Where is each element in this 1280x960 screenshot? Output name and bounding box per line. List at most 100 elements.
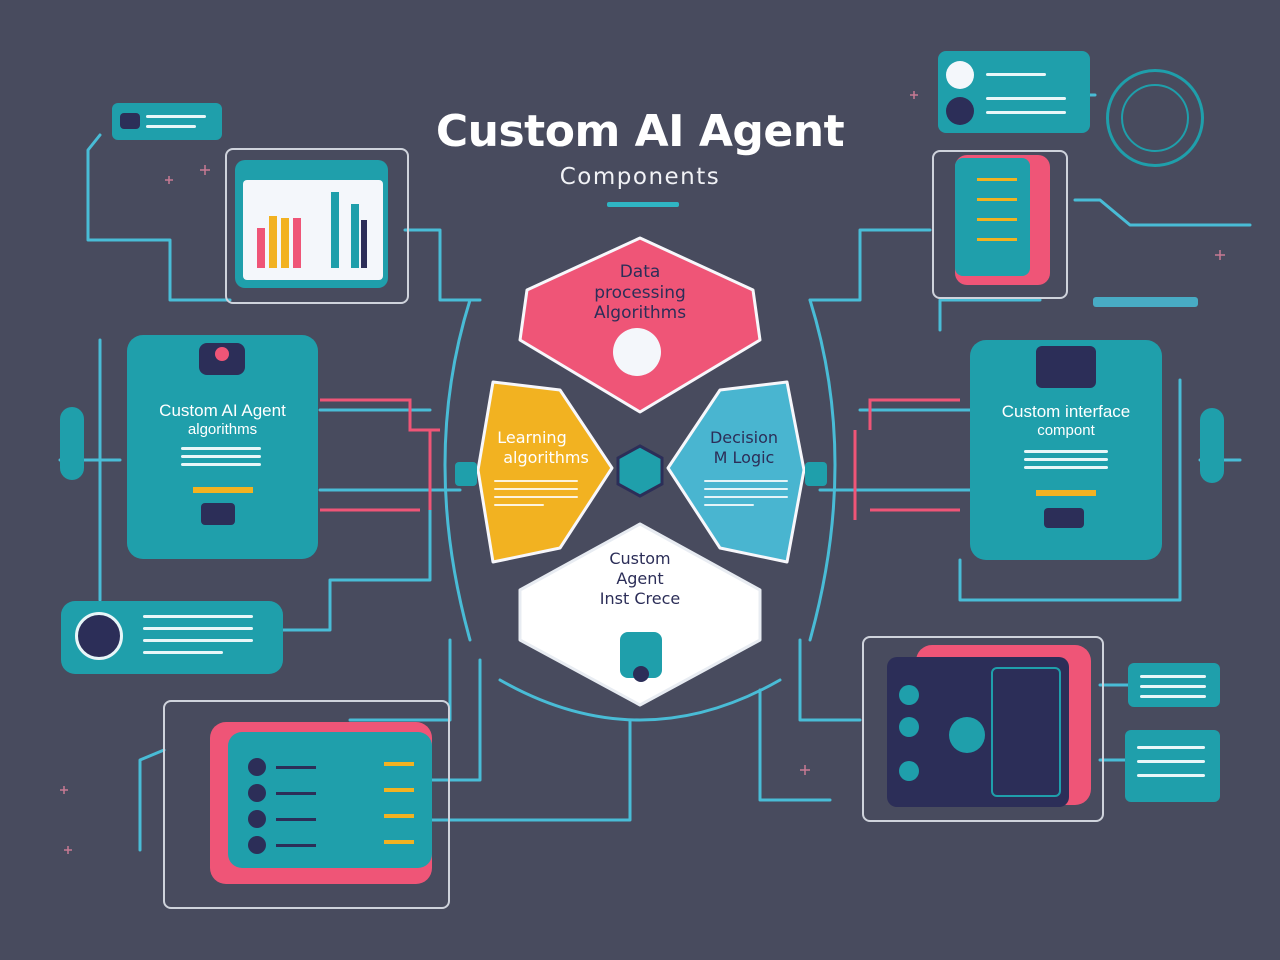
chip-line [986,73,1046,76]
target-icon [1106,69,1204,167]
hex-left-line1: Learning [497,428,567,447]
bar-chart-bar [331,192,339,268]
left-lower-chip [61,601,283,674]
node-icon [899,761,919,781]
hex-top-line2: processing [594,283,686,303]
list-item-line [276,792,316,795]
doc-line [977,238,1017,241]
robot-eye-icon [633,666,649,682]
text-line [181,455,261,458]
hex-right [666,380,806,564]
chip-icon [120,113,140,129]
right-label-strip [1093,297,1198,307]
hex-left [476,380,614,564]
bar-chart-bar [351,204,359,268]
progress-strip [193,487,253,493]
chart-card-frame [225,148,409,304]
avatar-icon [946,97,974,125]
doc-card [955,158,1030,276]
server-icon [1036,346,1096,388]
hex-right-line2: M Logic [713,448,775,467]
bar-chart-bar [293,218,301,268]
bar-chart-bar [281,218,289,268]
hex-bottom-line3: Inst Crece [599,589,681,608]
head-icon [613,328,661,376]
hex-top-line1: Data [619,262,661,282]
hex-right-line1: Decision [709,428,779,447]
text-line [1024,458,1108,461]
page-title: Custom AI Agent [435,106,845,157]
chip-line [143,651,223,654]
chip-line [1140,695,1206,698]
right-pill [1200,408,1224,483]
hex-left-line2: algorithms [503,448,589,467]
chip-line [986,111,1066,114]
robot-eye-icon [215,347,229,361]
robot-icon [620,632,662,678]
list-value-strip [384,840,414,844]
list-value-strip [384,788,414,792]
doc-line [977,198,1017,201]
hex-top-line3: Algorithms [593,303,687,323]
right-bottom-chip [1125,730,1220,802]
chart-screen [243,180,383,280]
sidebar-list [991,667,1061,797]
left-panel-title: Custom AI Agent [159,401,286,420]
doc-card-frame [932,150,1068,299]
chip-line [143,639,253,642]
chip-line [1137,760,1205,763]
bar-chart-bar [257,228,265,268]
list-card [228,732,432,868]
chip-line [146,115,206,118]
left-panel-subtitle: algorithms [187,421,258,438]
list-item-icon [248,784,266,802]
text-line [181,447,261,450]
lock-icon [75,612,123,660]
hex-bottom-line1: Custom [609,549,671,568]
dashboard-card [887,657,1069,807]
top-right-chip [938,51,1090,133]
right-panel-title: Custom interface [1001,402,1131,421]
list-item-icon [248,836,266,854]
list-item-line [276,844,316,847]
chip-line [146,125,196,128]
hex-left-text-lines [494,474,578,512]
hex-center [616,444,664,498]
list-item-line [276,818,316,821]
list-card-frame [163,700,450,909]
hex-right-text-lines [704,474,788,512]
list-item-icon [248,810,266,828]
right-lower-chip [1128,663,1220,707]
avatar-icon [946,61,974,89]
target-inner-ring [1121,84,1189,152]
connector-left [455,462,477,486]
device-icon [201,503,235,525]
title-underline [607,202,679,207]
list-item-icon [248,758,266,776]
hex-top [518,236,762,414]
right-component-panel: Custom interface compont [970,340,1162,560]
left-pill [60,407,84,480]
hex-bottom-line2: Agent [616,569,664,588]
left-component-panel: Custom AI Agent algorithms [127,335,318,559]
progress-strip [1036,490,1096,496]
bar-chart-bar [269,216,277,268]
doc-line [977,178,1017,181]
chip-line [143,627,253,630]
node-icon [899,685,919,705]
text-line [1024,450,1108,453]
doc-line [977,218,1017,221]
chip-line [143,615,253,618]
page-subtitle: Components [559,164,721,190]
top-left-chip [112,103,222,140]
chip-line [1137,746,1205,749]
right-panel-subtitle: compont [1037,422,1095,439]
connector-right [805,462,827,486]
bar-chart-bar [361,220,367,268]
node-icon [899,717,919,737]
list-value-strip [384,814,414,818]
chip-line [986,97,1066,100]
hex-bottom [518,522,762,707]
chart-card [235,160,388,288]
